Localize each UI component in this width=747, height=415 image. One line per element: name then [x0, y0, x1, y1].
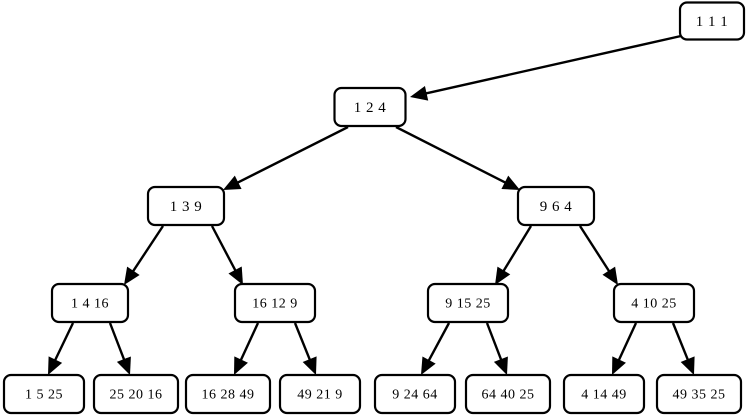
tree-node-label: 9 24 64 [392, 388, 438, 403]
tree-node-box[interactable] [278, 373, 362, 415]
tree-edge [495, 225, 533, 285]
edge-line [578, 225, 612, 274]
tree-edge [410, 34, 682, 101]
tree-node-box[interactable] [562, 373, 646, 415]
edge-layer [48, 34, 695, 375]
edge-arrowhead-icon [234, 356, 248, 375]
tree-node-box[interactable] [678, 1, 746, 41]
edge-arrowhead-icon [228, 266, 243, 285]
edge-arrowhead-icon [410, 85, 429, 101]
tree-edge [612, 322, 638, 375]
edge-line [108, 322, 127, 363]
edge-line [52, 322, 75, 363]
tree-edge [485, 322, 508, 375]
tree-node-label: 4 10 25 [631, 297, 677, 312]
tree-node-box[interactable] [2, 373, 86, 415]
tree-node-box[interactable] [233, 282, 317, 324]
tree-node-label: 9 6 4 [540, 199, 573, 215]
tree-node-label: 25 20 16 [110, 388, 163, 403]
tree-node-box[interactable] [146, 185, 226, 227]
edge-arrowhead-icon [493, 356, 508, 375]
tree-node[interactable]: 4 14 49 [562, 373, 646, 415]
tree-node-label: 16 12 9 [252, 297, 298, 312]
edge-line [293, 322, 312, 363]
tree-edge [124, 225, 165, 285]
tree-edge [48, 322, 75, 375]
tree-node[interactable]: 16 28 49 [184, 373, 272, 415]
tree-node[interactable]: 1 5 25 [2, 373, 86, 415]
tree-node-label: 49 35 25 [673, 388, 726, 403]
edge-arrowhead-icon [48, 356, 63, 375]
tree-node-label: 4 14 49 [581, 388, 627, 403]
tree-node-label: 1 1 1 [696, 14, 729, 30]
tree-node[interactable]: 1 4 16 [50, 282, 130, 324]
tree-edge [234, 322, 260, 375]
tree-node-label: 1 4 16 [71, 297, 109, 312]
tree-node[interactable]: 64 40 25 [464, 373, 552, 415]
tree-node-label: 49 21 9 [297, 388, 343, 403]
edge-arrowhead-icon [602, 266, 618, 285]
tree-edge [210, 225, 243, 285]
tree-node-box[interactable] [50, 282, 130, 324]
tree-node[interactable]: 1 2 4 [333, 86, 407, 128]
edge-arrowhead-icon [495, 266, 511, 285]
tree-node-box[interactable] [373, 373, 457, 415]
tree-node[interactable]: 9 15 25 [426, 282, 510, 324]
edge-line [426, 322, 451, 364]
edge-line [130, 225, 165, 274]
edge-line [671, 322, 690, 363]
tree-edge [223, 125, 349, 190]
edge-line [395, 125, 509, 185]
edge-line [501, 225, 533, 274]
tree-edge [671, 322, 695, 375]
tree-node-label: 64 40 25 [482, 388, 535, 403]
edge-line [616, 322, 638, 363]
tree-edge [395, 125, 520, 190]
tree-node-label: 1 2 4 [354, 100, 387, 116]
tree-node-box[interactable] [184, 373, 272, 415]
tree-node[interactable]: 9 24 64 [373, 373, 457, 415]
edge-arrowhead-icon [116, 356, 131, 375]
tree-node-box[interactable] [516, 185, 596, 227]
edge-line [423, 34, 682, 96]
edge-arrowhead-icon [612, 356, 626, 375]
tree-node-label: 9 15 25 [445, 297, 491, 312]
edge-line [234, 125, 349, 185]
edge-line [210, 225, 238, 274]
tree-node[interactable]: 25 20 16 [92, 373, 180, 415]
edge-arrowhead-icon [680, 356, 695, 375]
edge-arrowhead-icon [302, 356, 317, 375]
tree-node-label: 1 5 25 [25, 388, 63, 403]
tree-node-box[interactable] [464, 373, 552, 415]
tree-node[interactable]: 49 21 9 [278, 373, 362, 415]
tree-node-box[interactable] [92, 373, 180, 415]
tree-node[interactable]: 9 6 4 [516, 185, 596, 227]
tree-node[interactable]: 49 35 25 [655, 373, 743, 415]
tree-node-box[interactable] [333, 86, 407, 128]
edge-arrowhead-icon [124, 266, 140, 285]
tree-node[interactable]: 1 3 9 [146, 185, 226, 227]
tree-edge [421, 322, 451, 375]
tree-node-box[interactable] [612, 282, 696, 324]
edge-arrowhead-icon [501, 175, 520, 190]
edge-arrowhead-icon [223, 175, 242, 190]
tree-edge [578, 225, 618, 285]
tree-node[interactable]: 1 1 1 [678, 1, 746, 41]
tree-edge [108, 322, 131, 375]
tree-node[interactable]: 4 10 25 [612, 282, 696, 324]
edge-line [238, 322, 260, 363]
tree-node[interactable]: 16 12 9 [233, 282, 317, 324]
edge-arrowhead-icon [421, 356, 436, 375]
tree-node-label: 1 3 9 [170, 199, 203, 215]
tree-node-box[interactable] [426, 282, 510, 324]
edge-line [485, 322, 504, 363]
tree-node-box[interactable] [655, 373, 743, 415]
tree-node-label: 16 28 49 [202, 388, 255, 403]
tree-edge [293, 322, 317, 375]
